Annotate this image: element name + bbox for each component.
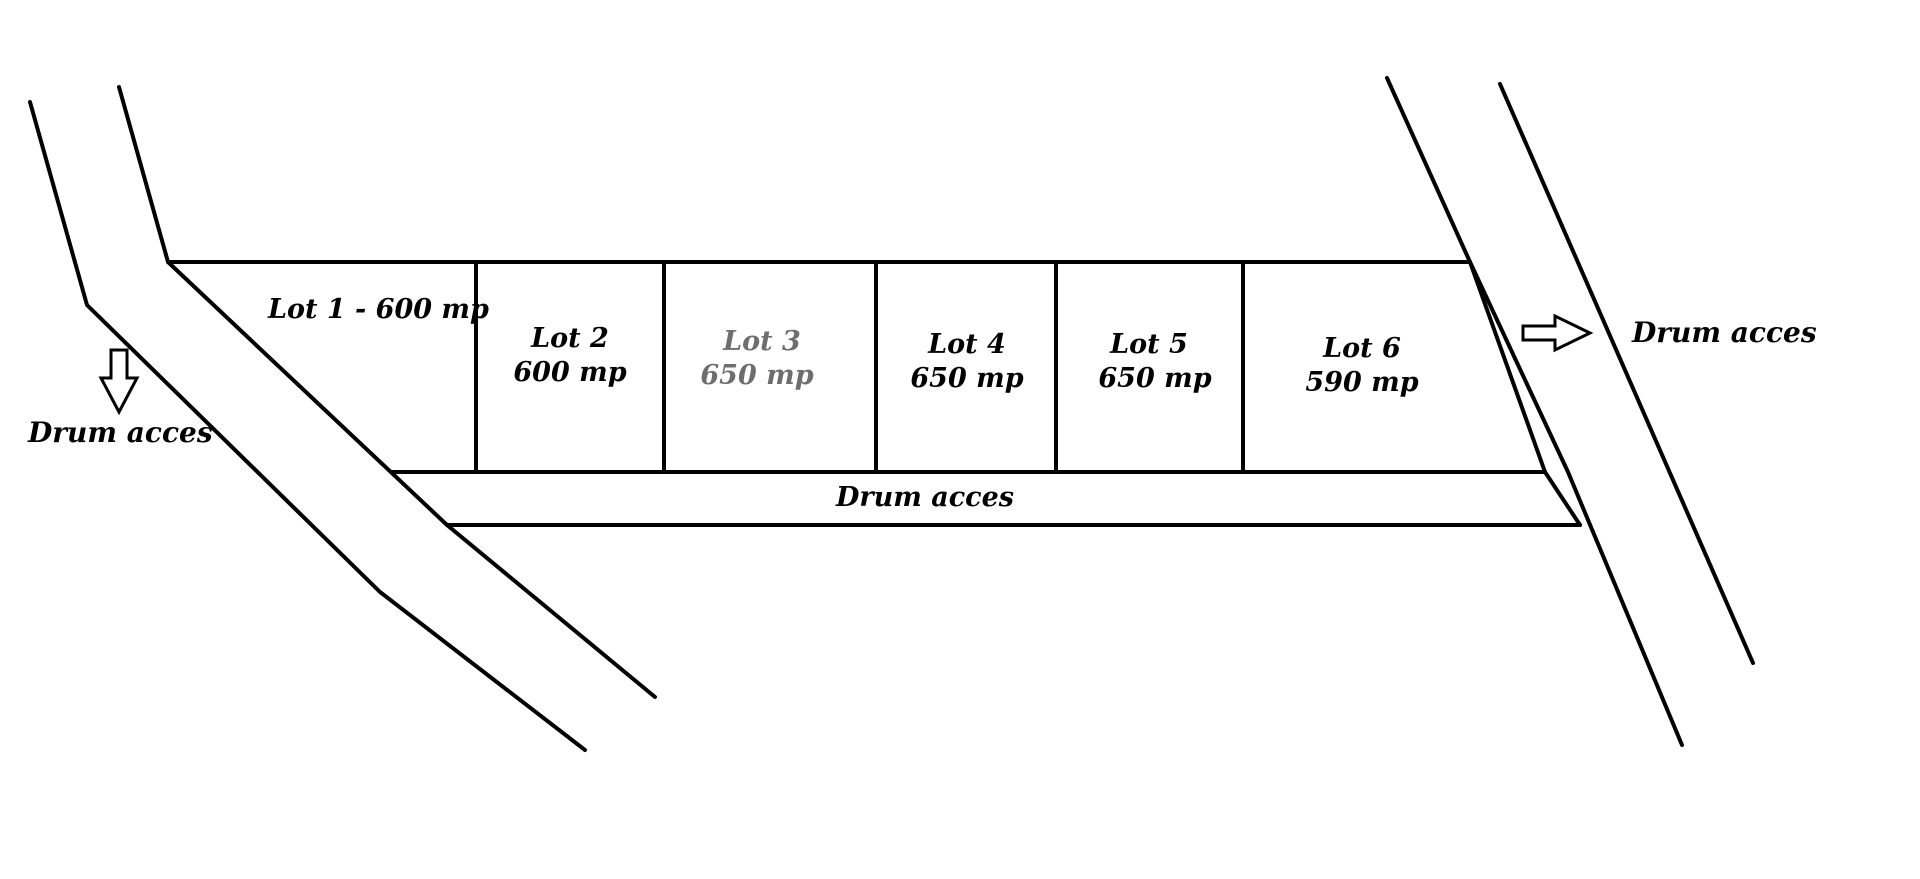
left-road-inner-edge <box>117 85 657 699</box>
right-road <box>1385 76 1755 747</box>
lot-5-label: Lot 5 <box>1109 329 1188 360</box>
lot-6-area: 590 mp <box>1305 367 1418 398</box>
lot-3-label: Lot 3 <box>722 326 801 357</box>
down-arrow-icon <box>98 348 140 416</box>
right-arrow-icon <box>1521 313 1594 353</box>
lot-2-label: Lot 2 <box>530 323 609 354</box>
right-access-label: Drum acces <box>1631 316 1817 349</box>
lot-2-area: 600 mp <box>513 357 626 388</box>
left-road <box>28 85 657 752</box>
lots-right-boundary <box>1468 260 1547 474</box>
access-road-right-edge <box>1543 470 1582 527</box>
lot-4-label: Lot 4 <box>927 329 1006 360</box>
right-road-outer-edge <box>1498 82 1755 665</box>
left-access-label: Drum acces <box>27 416 213 449</box>
lots-block <box>166 260 1547 474</box>
left-road-outer-edge <box>28 100 587 752</box>
inner-access-road <box>445 470 1582 527</box>
lot-3-area: 650 mp <box>700 360 813 391</box>
lot-6-label: Lot 6 <box>1322 333 1401 364</box>
lot-1-label: Lot 1 - 600 mp <box>267 294 489 325</box>
lot-5-area: 650 mp <box>1098 363 1211 394</box>
right-road-inner-edge <box>1385 76 1684 747</box>
lot-4-area: 650 mp <box>910 363 1023 394</box>
inner-access-label: Drum acces <box>835 482 1014 513</box>
